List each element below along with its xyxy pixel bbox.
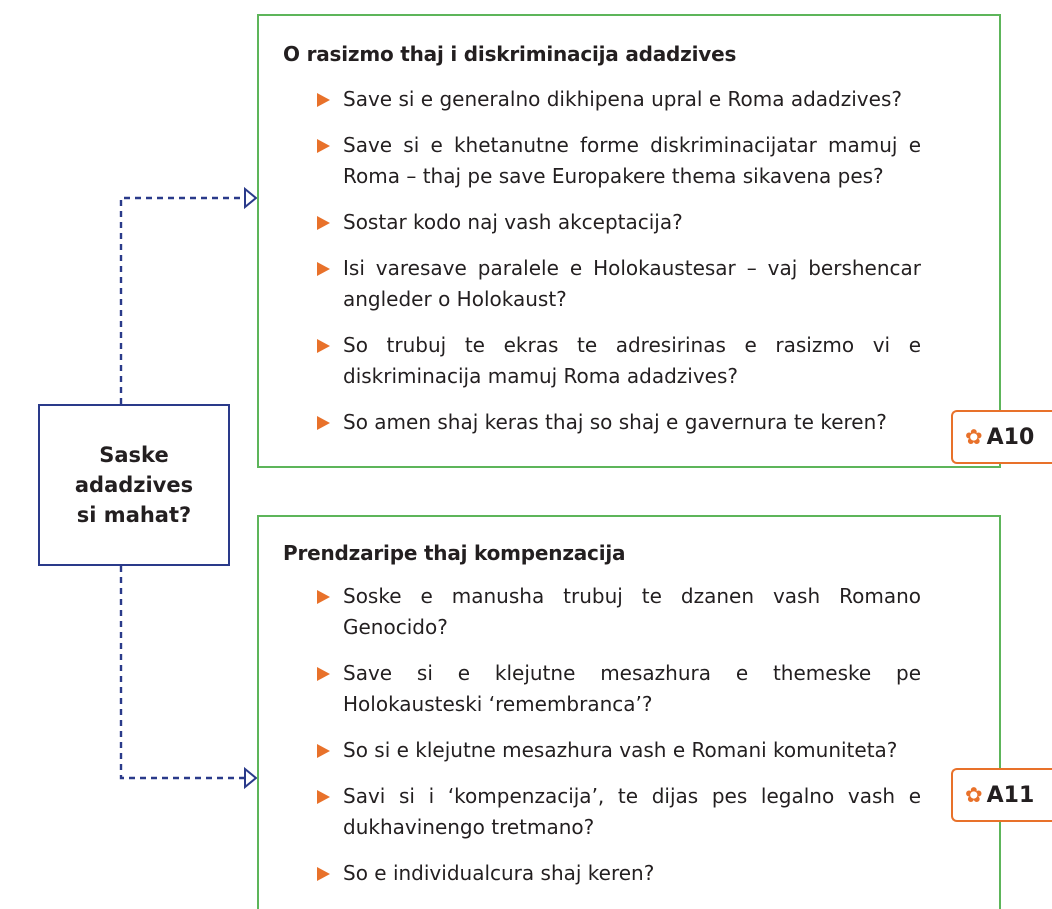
bullet-triangle-icon <box>317 216 330 230</box>
activity-badge-a10[interactable]: ✿ A10 <box>951 410 1052 464</box>
bullet-triangle-icon <box>317 744 330 758</box>
question-item: Sostar kodo naj vash akceptacija? <box>317 207 921 238</box>
panel-racism-discrimination: O rasizmo thaj i diskriminacija adadzive… <box>257 14 1001 468</box>
gear-icon: ✿ <box>965 424 983 449</box>
question-item: So amen shaj keras thaj so shaj e gavern… <box>317 407 921 438</box>
question-text: Isi varesave paralele e Holokaustesar – … <box>343 256 921 311</box>
question-item: Soske e manusha trubuj te dzanen vash Ro… <box>317 581 921 643</box>
bullet-triangle-icon <box>317 590 330 604</box>
bullet-triangle-icon <box>317 790 330 804</box>
question-item: Save si e klejutne mesazhura e themeske … <box>317 658 921 720</box>
arrowhead-bottom-icon <box>244 766 258 790</box>
question-item: So trubuj te ekras te adresirinas e rasi… <box>317 330 921 392</box>
activity-code: A11 <box>986 782 1035 808</box>
question-text: So si e klejutne mesazhura vash e Romani… <box>343 738 898 762</box>
question-list: Save si e generalno dikhipena upral e Ro… <box>317 84 921 453</box>
question-item: Isi varesave paralele e Holokaustesar – … <box>317 253 921 315</box>
central-question-box: Saske adadzives si mahat? <box>38 404 230 566</box>
question-text: Save si e generalno dikhipena upral e Ro… <box>343 87 902 111</box>
question-text: Soske e manusha trubuj te dzanen vash Ro… <box>343 584 921 639</box>
activity-badge-a11[interactable]: ✿ A11 <box>951 768 1052 822</box>
question-item: Save si e khetanutne forme diskriminacij… <box>317 130 921 192</box>
bullet-triangle-icon <box>317 339 330 353</box>
question-list: Soske e manusha trubuj te dzanen vash Ro… <box>317 581 921 904</box>
question-text: Sostar kodo naj vash akceptacija? <box>343 210 683 234</box>
question-item: Save si e generalno dikhipena upral e Ro… <box>317 84 921 115</box>
panel-title: O rasizmo thaj i diskriminacija adadzive… <box>283 42 737 66</box>
bullet-triangle-icon <box>317 93 330 107</box>
activity-code: A10 <box>986 424 1035 450</box>
question-text: Savi si i ‘kompenzacija’, te dijas pes l… <box>343 784 921 839</box>
bullet-triangle-icon <box>317 667 330 681</box>
connector-top <box>119 196 246 404</box>
gear-icon: ✿ <box>965 782 983 807</box>
question-text: Save si e klejutne mesazhura e themeske … <box>343 661 921 716</box>
question-item: So e individualcura shaj keren? <box>317 858 921 889</box>
bullet-triangle-icon <box>317 262 330 276</box>
bullet-triangle-icon <box>317 867 330 881</box>
question-text: So e individualcura shaj keren? <box>343 861 655 885</box>
question-text: So trubuj te ekras te adresirinas e rasi… <box>343 333 921 388</box>
connector-bottom <box>119 566 246 780</box>
panel-remembrance-compensation: Prendzaripe thaj kompenzacija Soske e ma… <box>257 515 1001 909</box>
question-text: Save si e khetanutne forme diskriminacij… <box>343 133 921 188</box>
question-item: Savi si i ‘kompenzacija’, te dijas pes l… <box>317 781 921 843</box>
bullet-triangle-icon <box>317 139 330 153</box>
arrowhead-top-icon <box>244 186 258 210</box>
panel-title: Prendzaripe thaj kompenzacija <box>283 541 626 565</box>
question-text: So amen shaj keras thaj so shaj e gavern… <box>343 410 887 434</box>
question-item: So si e klejutne mesazhura vash e Romani… <box>317 735 921 766</box>
central-question-label: Saske adadzives si mahat? <box>74 443 194 527</box>
bullet-triangle-icon <box>317 416 330 430</box>
